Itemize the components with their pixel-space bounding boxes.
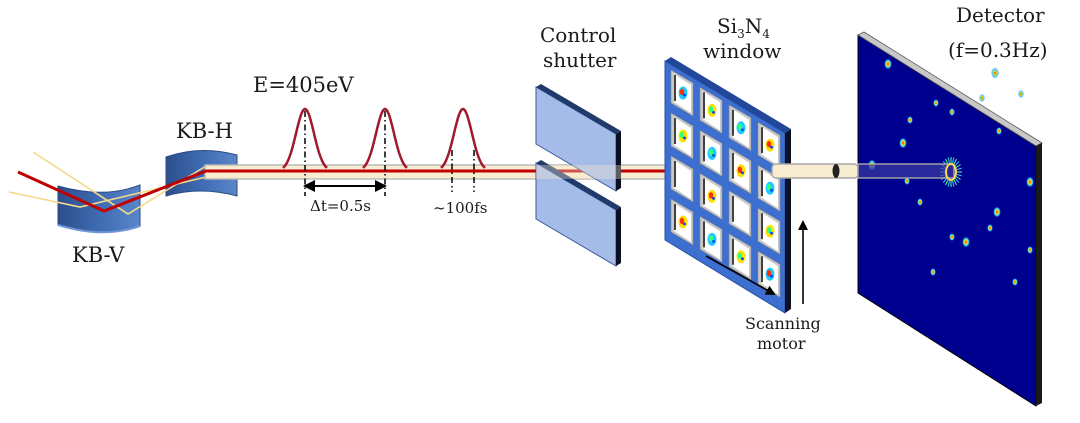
central-speckle	[947, 157, 950, 164]
pulse	[282, 107, 328, 169]
diffraction-spot	[884, 58, 892, 70]
xray-beam	[17, 169, 736, 213]
sample-cell	[757, 121, 781, 169]
pulse	[362, 107, 408, 169]
diffraction-spot	[979, 94, 985, 102]
diffraction-spot	[904, 177, 910, 185]
central-speckle	[954, 161, 960, 166]
diffraction-spot	[949, 233, 955, 241]
diffraction-spot	[1018, 90, 1024, 98]
central-speckle	[955, 164, 961, 168]
direct-beam-ring	[945, 163, 957, 181]
diffraction-spot	[991, 67, 999, 79]
label-detector-1: Detector	[956, 3, 1045, 27]
central-speckle	[952, 157, 955, 164]
shutter-top-blade	[535, 84, 621, 192]
diffraction-spot	[933, 99, 939, 107]
diffraction-spot	[930, 268, 936, 276]
label-energy: E=405eV	[253, 73, 354, 97]
sample-cell	[728, 147, 752, 195]
central-speckle	[955, 176, 961, 180]
label-window-1: Si3N4	[717, 14, 770, 41]
label-shutter-1: Control	[540, 23, 616, 47]
label-shutter-2: shutter	[543, 48, 617, 72]
pulse	[440, 107, 486, 169]
diffraction-spot	[1026, 176, 1034, 188]
central-speckle	[945, 179, 949, 186]
diffraction-spot	[993, 206, 1001, 218]
shutter-bottom-blade	[535, 160, 621, 267]
label-delta-t: Δt=0.5s	[310, 197, 371, 215]
central-speckle	[956, 173, 962, 177]
label-kb-v: KB-V	[72, 243, 125, 267]
sample-cell	[670, 112, 694, 160]
diffraction-spot	[907, 116, 913, 124]
central-speckle	[954, 178, 960, 183]
sample-cell	[670, 69, 694, 117]
label-motor-1: Scanning	[745, 314, 821, 333]
sample-cell	[699, 215, 723, 263]
diffraction-spot	[987, 224, 993, 232]
sample-cell	[728, 104, 752, 152]
diffraction-spot	[1012, 278, 1018, 286]
diffraction-spot	[917, 198, 923, 206]
diffraction-spot	[949, 108, 955, 116]
beam-through-shutter	[536, 165, 621, 179]
diffraction-spot	[899, 137, 907, 149]
sample-cells	[670, 69, 781, 298]
sample-cell	[670, 155, 694, 203]
delta-t-indicator	[303, 180, 387, 192]
sample-cell	[699, 172, 723, 220]
pulses	[282, 107, 486, 196]
diffraction-spot	[996, 127, 1002, 135]
central-speckle	[947, 180, 950, 187]
beam-stop	[832, 164, 840, 178]
transmitted-beam	[771, 163, 859, 179]
label-pulse-width: ~100fs	[433, 199, 487, 217]
diffraction-spot	[962, 236, 970, 248]
sample-cell	[757, 207, 781, 255]
central-speckle	[952, 180, 955, 187]
label-window-2: window	[703, 39, 781, 63]
central-speckle	[953, 179, 957, 186]
sample-cell	[757, 164, 781, 212]
diffraction-spot	[1027, 246, 1033, 254]
sample-cell	[699, 129, 723, 177]
label-motor-2: motor	[757, 334, 806, 353]
beam-on-detector	[857, 163, 955, 179]
central-speckle	[956, 167, 962, 171]
sample-cell	[757, 250, 781, 298]
si3n4-window-frame	[664, 57, 791, 314]
scan-horizontal-arrow	[705, 255, 776, 295]
sample-cell	[728, 233, 752, 281]
diffraction-pattern	[868, 58, 1034, 286]
label-kb-h: KB-H	[176, 119, 233, 143]
central-speckle	[942, 178, 948, 183]
control-shutter	[535, 84, 621, 267]
sample-cell	[728, 190, 752, 238]
sample-cell	[670, 198, 694, 246]
label-detector-2: (f=0.3Hz)	[948, 38, 1048, 62]
sample-cell	[699, 86, 723, 134]
detector	[857, 31, 1043, 407]
